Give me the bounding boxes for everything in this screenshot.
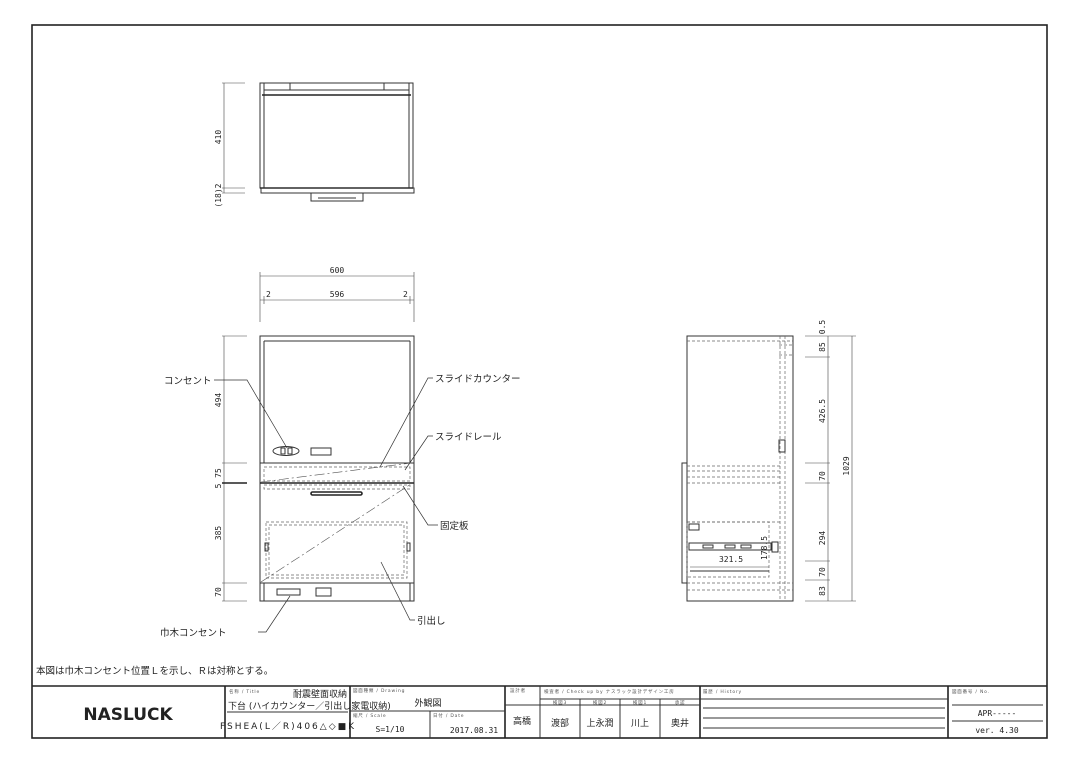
dim-plinth: 70 [214, 587, 223, 597]
dim-upper: 494 [214, 393, 223, 408]
checker-name: 渡部 [551, 717, 569, 729]
check-label: 検査者 / Check up by ナスラック設計デザイン工房 [544, 688, 675, 695]
drawing-type: 外観図 [414, 697, 441, 709]
version: ver. 4.30 [975, 726, 1019, 735]
dim-upper: 426.5 [818, 399, 827, 423]
checker-role: 検図2 [593, 699, 607, 706]
date-value: 2017.08.31 [450, 726, 498, 735]
title-label: 名称 / Title [229, 688, 260, 695]
dim-rail: 70 [818, 567, 827, 577]
dim-rail-length: 321.5 [719, 555, 743, 564]
date-label: 日付 / Date [433, 712, 464, 719]
dim-inner: 596 [330, 290, 345, 299]
dim-drawer: 294 [818, 531, 827, 546]
checker-name: 奥井 [671, 717, 689, 729]
callout-fixed-board: 固定板 [440, 520, 469, 532]
history-label: 履歴 / History [703, 689, 742, 695]
checker-name: 川上 [631, 718, 649, 729]
drawing-number: APR----- [978, 709, 1017, 718]
front-view: 600 2 596 2 494 75 5 385 70 [160, 266, 521, 639]
title-block: NASLUCK 名称 / Title 耐震壁面収納 下台 (ハイカウンター／引出… [83, 686, 1043, 738]
designer-label: 設計者 [510, 687, 526, 694]
dim-counter: 70 [818, 471, 827, 481]
drawing-label: 図面種類 / Drawing [353, 687, 405, 694]
title-line-1: 耐震壁面収納 [293, 688, 347, 700]
dim-width: 600 [330, 266, 345, 275]
callout-plinth-outlet: 巾木コンセント [160, 627, 227, 639]
dim-front: (18) [214, 188, 223, 207]
checker-name: 上永潤 [586, 717, 613, 729]
dim-top-gap: 0.5 [818, 320, 827, 335]
callout-slide-rail: スライドレール [435, 432, 502, 443]
drawing-note: 本図は巾木コンセント位置Ｌを示し、Ｒは対称とする。 [36, 665, 273, 677]
scale-value: S=1/10 [376, 725, 405, 734]
dim-side-left: 2 [266, 290, 271, 299]
dim-depth: 410 [214, 130, 223, 145]
top-view: 410 2 (18) [214, 82, 415, 208]
dim-top: 85 [818, 342, 827, 352]
checker-role: 承認 [675, 699, 686, 706]
drawer-handle [310, 491, 363, 496]
number-label: 図面番号 / No. [952, 688, 990, 695]
side-view: 321.5 178.5 0.5 85 426.5 70 294 70 83 10… [681, 320, 856, 602]
title-line-2: 下台 (ハイカウンター／引出し家電収納) [228, 700, 391, 712]
model-number: FSHEA(L／R)406△◇■K [220, 721, 356, 732]
dim-gap: 2 [214, 183, 223, 188]
callout-drawer: 引出し [417, 615, 446, 627]
dim-base: 83 [818, 586, 827, 596]
dim-counter: 75 [214, 468, 223, 478]
dim-gap: 5 [214, 483, 223, 488]
scale-label: 縮尺 / Scale [353, 712, 386, 719]
checker-role: 検図1 [633, 699, 647, 706]
designer-name: 高橋 [513, 715, 531, 727]
dim-drawer: 385 [214, 526, 223, 541]
callout-slide-counter: スライドカウンター [435, 374, 521, 385]
checker-role: 検図3 [553, 699, 567, 706]
dim-total: 1029 [842, 456, 851, 475]
nasluck-logo: NASLUCK [83, 705, 173, 725]
outlet-icon [272, 446, 300, 456]
callout-outlet: コンセント [164, 376, 212, 387]
dim-side-right: 2 [403, 290, 408, 299]
dim-rail-height: 178.5 [760, 536, 769, 560]
